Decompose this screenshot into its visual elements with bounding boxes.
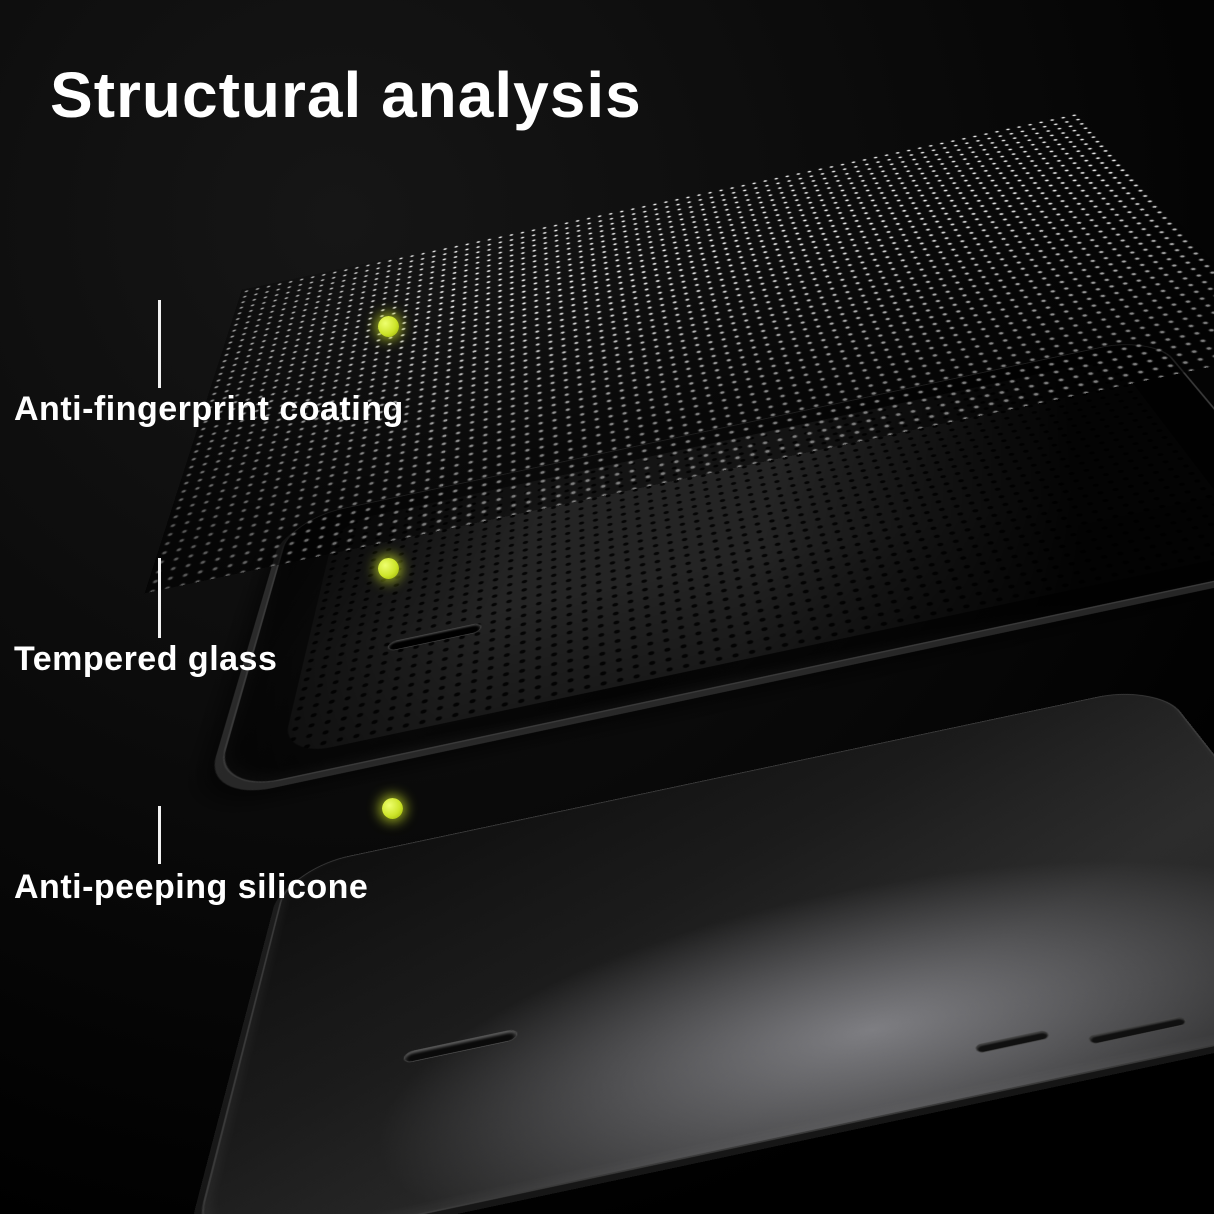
phone-side-button xyxy=(1086,1015,1188,1045)
callout-line xyxy=(158,300,161,388)
callout-marker-dot xyxy=(382,798,403,819)
callout-label: Anti-fingerprint coating xyxy=(14,390,404,428)
callout-label: Anti-peeping silicone xyxy=(14,868,369,906)
callout-line xyxy=(158,558,161,638)
callout-marker-dot xyxy=(378,558,399,579)
callout-marker-dot xyxy=(378,316,399,337)
callout-line xyxy=(158,806,161,864)
phone-side-button xyxy=(974,1029,1051,1055)
page-title: Structural analysis xyxy=(50,59,642,131)
callout-label: Tempered glass xyxy=(14,640,278,678)
earpiece-slot xyxy=(402,1028,518,1064)
